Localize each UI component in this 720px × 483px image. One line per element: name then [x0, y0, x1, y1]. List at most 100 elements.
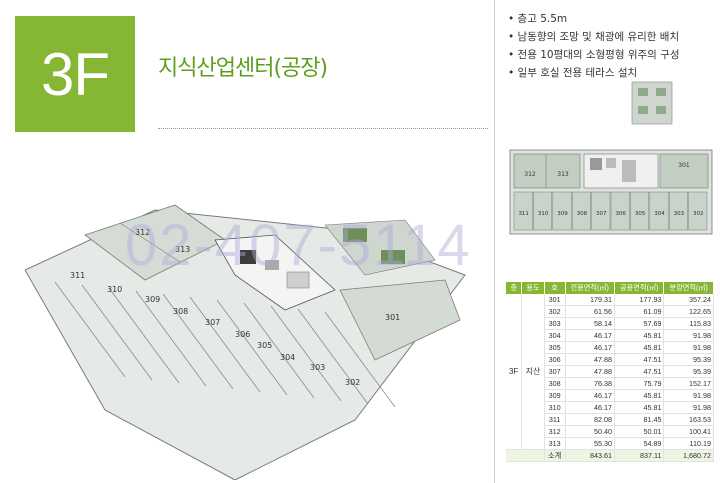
planter-icon — [381, 250, 405, 264]
room-block — [688, 191, 708, 231]
stair-icon — [240, 250, 256, 264]
area-cell: 47.88 — [565, 353, 615, 366]
unit-cell: 307 — [544, 365, 566, 378]
area-cell: 152.17 — [663, 377, 714, 390]
area-cell: 91.98 — [663, 329, 714, 342]
floor-cell: 3F — [506, 294, 523, 450]
room-label: 305 — [257, 341, 272, 350]
room-label: 312 — [524, 171, 536, 178]
area-cell: 163.53 — [663, 413, 714, 426]
area-cell: 110.19 — [663, 437, 714, 450]
area-cell: 177.93 — [614, 294, 665, 306]
area-cell: 45.81 — [614, 329, 665, 342]
area-cell: 357.24 — [663, 294, 714, 306]
room-block — [533, 191, 553, 231]
room-wall — [108, 287, 180, 384]
area-cell: 55.30 — [565, 437, 615, 450]
plant-icon — [656, 106, 666, 114]
table-header: 용도 — [521, 282, 545, 294]
room-label: 307 — [205, 318, 220, 327]
room-wall — [54, 281, 126, 378]
area-cell: 54.89 — [614, 437, 665, 450]
area-cell: 115.83 — [663, 317, 714, 330]
area-cell: 46.17 — [565, 341, 615, 354]
room-block — [668, 191, 688, 231]
area-cell: 82.08 — [565, 413, 615, 426]
area-cell: 179.31 — [565, 294, 615, 306]
unit-cell: 313 — [544, 437, 566, 450]
unit-cell: 301 — [544, 294, 566, 306]
room-wall — [189, 296, 261, 393]
area-cell: 122.65 — [663, 305, 714, 318]
floor-label: 3F — [40, 40, 110, 108]
room-wall — [135, 290, 207, 387]
table-header: 층 — [506, 282, 523, 294]
area-cell: 61.09 — [614, 305, 665, 318]
room-label: 302 — [345, 378, 360, 387]
phone-watermark: 02-407-5114 — [125, 213, 472, 278]
unit-cell: 310 — [544, 401, 566, 414]
unit-cell: 312 — [544, 425, 566, 438]
total-cell: 843.61 — [565, 449, 615, 462]
area-cell: 47.51 — [614, 365, 665, 378]
room-label: 307 — [596, 211, 607, 217]
room-301 — [339, 279, 461, 361]
room-wall — [297, 308, 369, 405]
elevator-icon — [265, 260, 279, 270]
area-cell: 75.79 — [614, 377, 665, 390]
table-header: 전용면적(㎡) — [565, 282, 615, 294]
room-block — [649, 191, 669, 231]
room-wall — [81, 284, 153, 381]
elevator-icon — [606, 158, 616, 168]
room-label: 310 — [107, 285, 122, 294]
area-cell: 61.56 — [565, 305, 615, 318]
feature-item: 남동향의 조망 및 채광에 유리한 배치 — [508, 28, 680, 46]
unit-cell: 308 — [544, 377, 566, 390]
room-wall — [216, 299, 288, 396]
room-label: 306 — [235, 330, 250, 339]
room-label: 310 — [538, 211, 549, 217]
dotted-divider — [158, 128, 488, 129]
room-block — [591, 191, 611, 231]
area-cell: 91.98 — [663, 401, 714, 414]
stair-icon — [590, 158, 602, 170]
feature-list: 층고 5.5m 남동향의 조망 및 채광에 유리한 배치 전용 10평대의 소형… — [508, 10, 680, 82]
table-header: 호 — [544, 282, 566, 294]
room-label: 311 — [518, 211, 529, 217]
feature-item: 층고 5.5m — [508, 10, 679, 28]
plant-icon — [656, 88, 666, 96]
unit-cell: 302 — [544, 305, 566, 318]
unit-cell: 309 — [544, 389, 566, 402]
room-label: 309 — [145, 295, 160, 304]
unit-cell: 303 — [544, 317, 566, 330]
area-cell: 50.01 — [614, 425, 665, 438]
wc-block — [286, 271, 310, 289]
feature-item: 전용 10평대의 소형평형 위주의 구성 — [508, 46, 680, 64]
corner-room — [659, 153, 709, 189]
room-wall — [270, 305, 342, 402]
total-cell: 837.11 — [614, 449, 665, 462]
table-header: 분양면적(㎡) — [663, 282, 714, 294]
unit-cell: 311 — [544, 413, 566, 426]
room-label: 306 — [615, 211, 626, 217]
room-block — [610, 191, 630, 231]
total-label: 소계 — [544, 449, 566, 462]
room-block — [630, 191, 650, 231]
area-cell: 76.38 — [565, 377, 615, 390]
wc-block — [622, 160, 636, 182]
unit-cell: 306 — [544, 353, 566, 366]
room-label: 302 — [693, 211, 704, 217]
area-cell: 100.41 — [663, 425, 714, 438]
use-cell: 지산 — [521, 294, 545, 450]
